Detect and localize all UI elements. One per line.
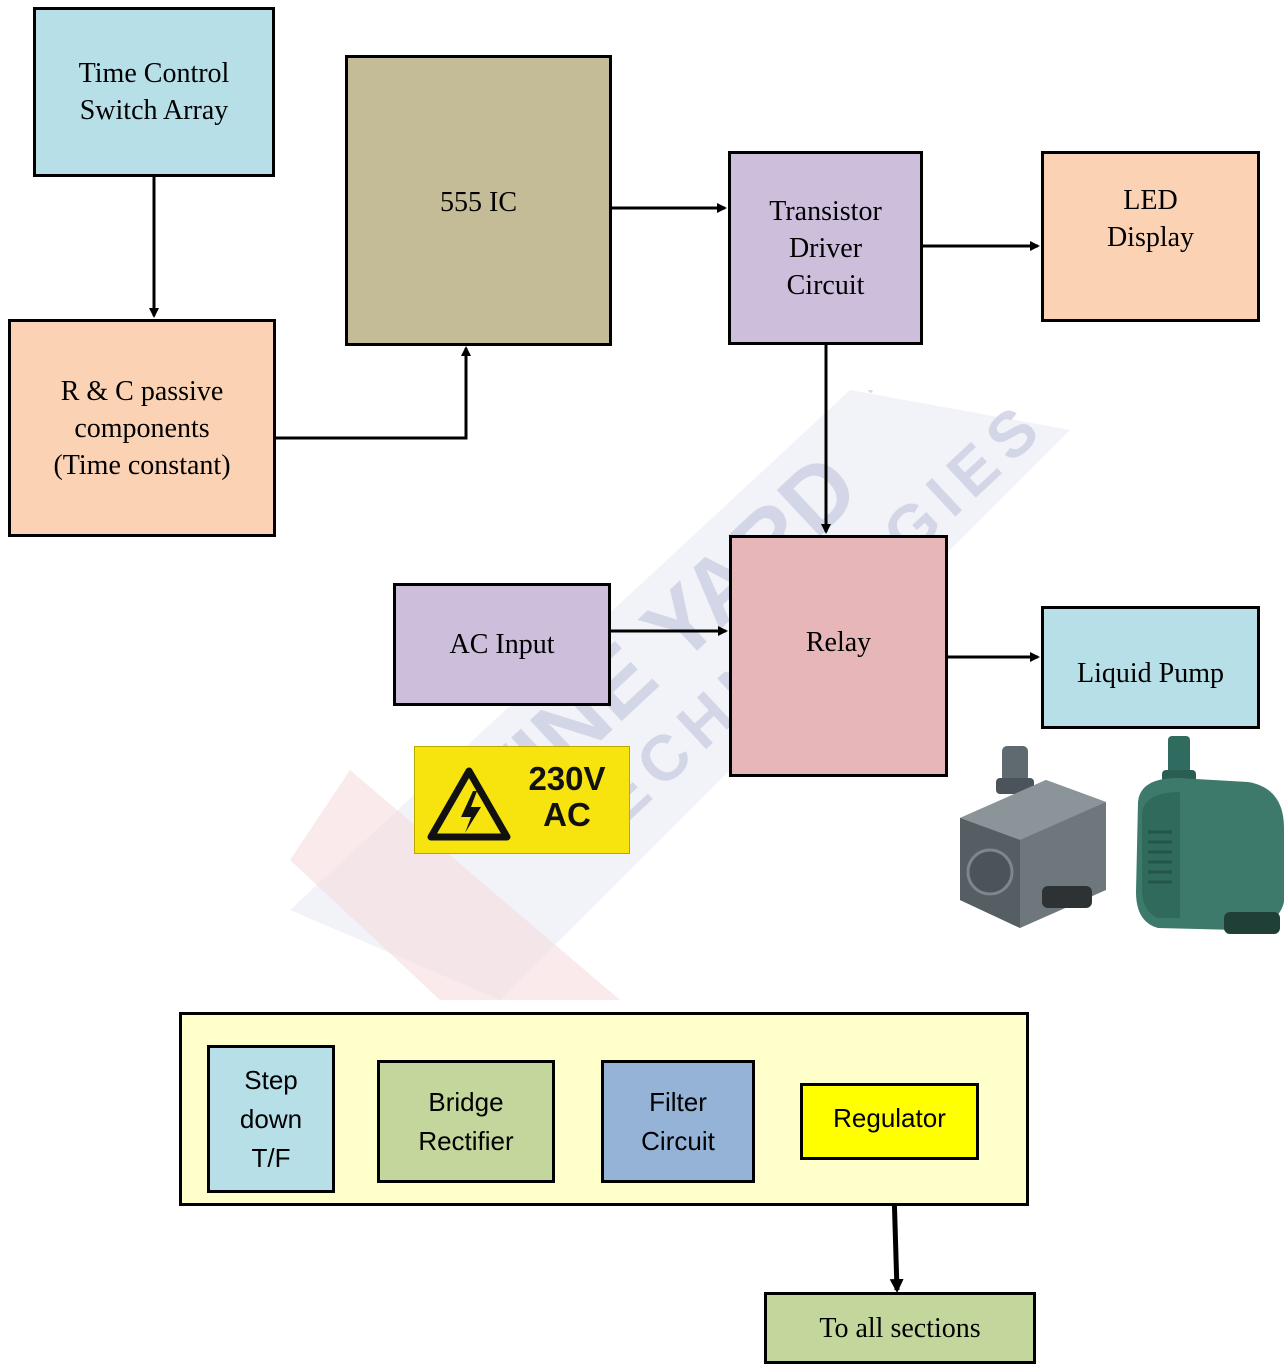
bridge-rectifier-block: Bridge Rectifier [377,1060,555,1183]
edge-rc-to-555 [274,346,471,440]
ac-input-block: AC Input [393,583,611,706]
to-all-sections-block: To all sections [764,1292,1036,1364]
regulator-block: Regulator [800,1083,979,1160]
relay-block: Relay [729,535,948,777]
liquid-pump-block: Liquid Pump [1041,606,1260,729]
led-display-block: LED Display [1041,151,1260,322]
warning-voltage-text: 230V AC [528,760,606,833]
time-control-switch-array-block: Time Control Switch Array [33,7,275,177]
pump-image-grey [960,746,1106,928]
high-voltage-icon [427,767,511,841]
filter-circuit-block: Filter Circuit [601,1060,755,1183]
step-down-transformer-block: Step down T/F [207,1045,335,1193]
high-voltage-warning-label: 230V AC [414,746,630,854]
ic-555-block: 555 IC [345,55,612,346]
pump-image-green [1136,736,1284,934]
transistor-driver-circuit-block: Transistor Driver Circuit [728,151,923,345]
rc-passive-components-block: R & C passive components (Time constant) [8,319,276,537]
